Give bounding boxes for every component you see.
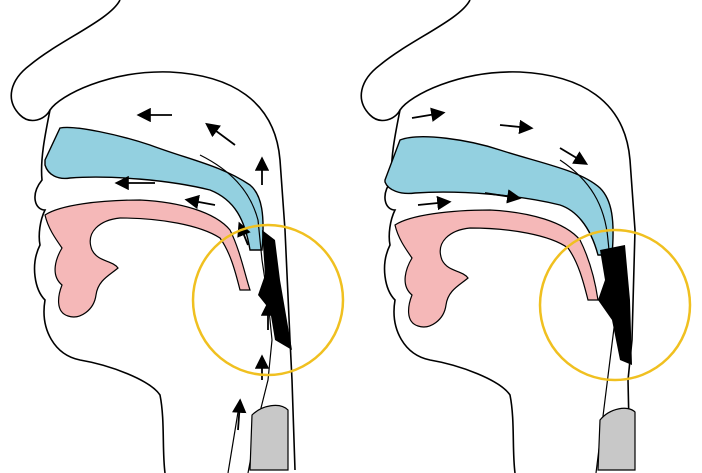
left-panel — [11, 0, 343, 473]
vertebra-right — [598, 408, 635, 470]
arrow-icon — [188, 200, 215, 205]
lips-right — [395, 210, 598, 327]
airway-wall-left-2 — [228, 400, 240, 473]
airway-collapse-right — [598, 245, 632, 365]
airway-collapse-left — [258, 230, 292, 350]
lips-left — [45, 200, 250, 317]
arrow-icon — [412, 113, 442, 118]
arrow-icon — [208, 125, 235, 145]
arrow-icon — [560, 148, 585, 163]
right-panel — [361, 0, 690, 473]
vertebra-left — [250, 405, 288, 470]
arrow-icon — [238, 402, 240, 430]
arrow-icon — [500, 125, 530, 128]
arrow-icon — [418, 202, 448, 205]
